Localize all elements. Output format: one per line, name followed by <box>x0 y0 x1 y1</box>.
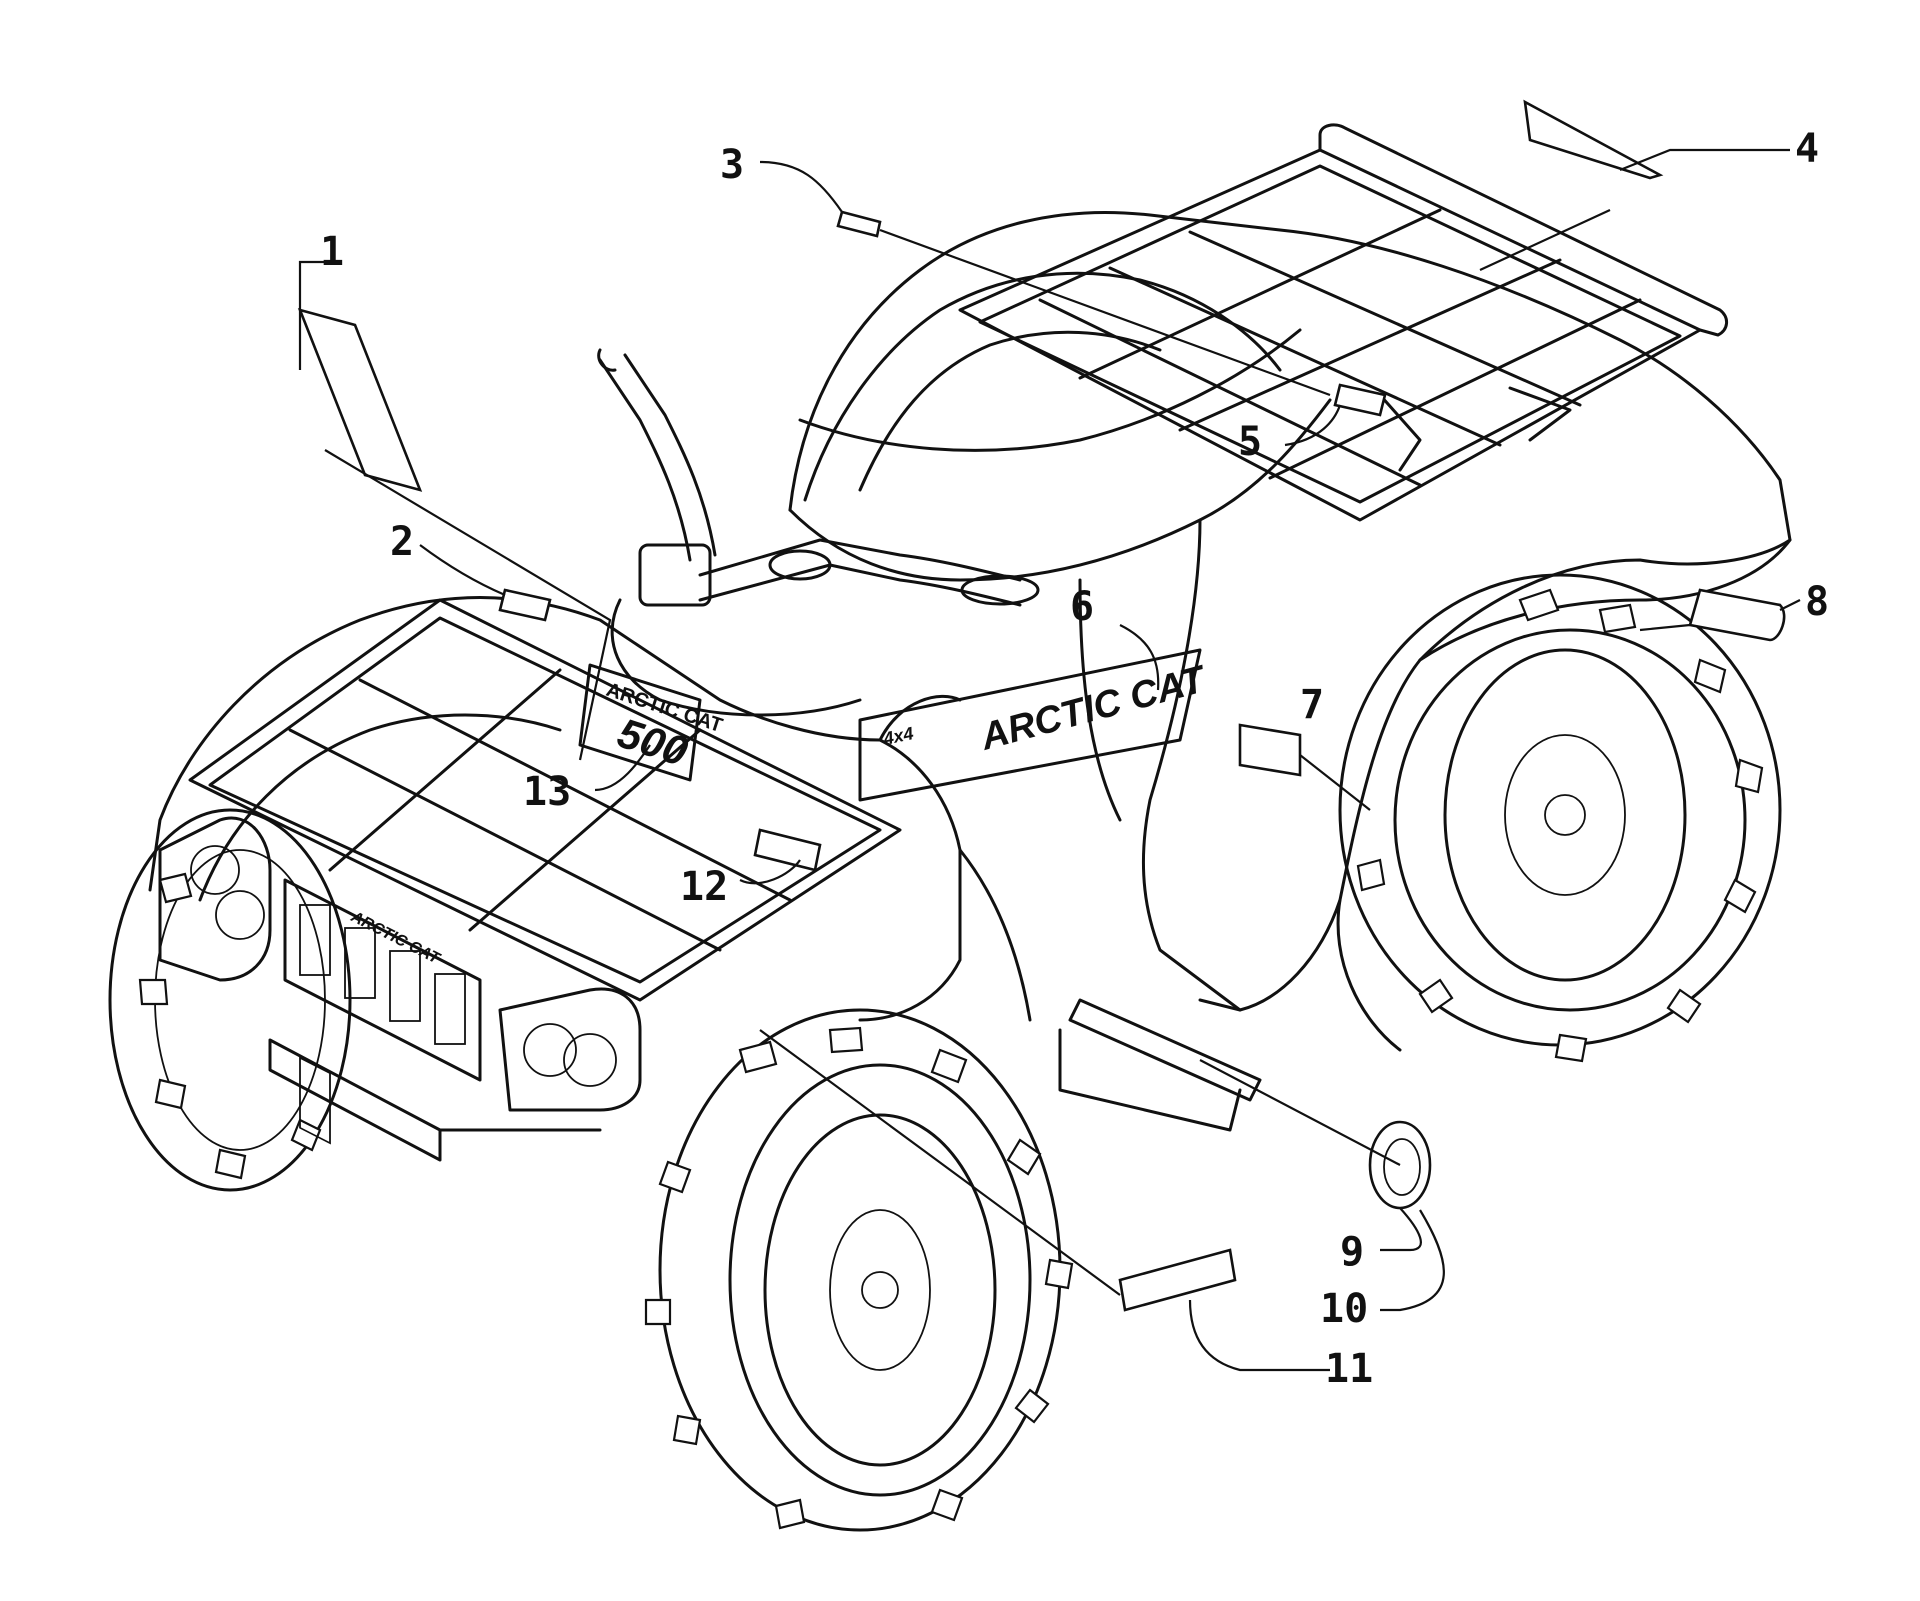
front-end <box>148 596 1262 1162</box>
decal-4 <box>1523 99 1664 180</box>
atv-body <box>788 211 1792 1052</box>
decal-1 <box>297 308 423 492</box>
side-logo-tag: 4x4 <box>881 723 916 749</box>
callout-6: 6 <box>1070 584 1094 630</box>
decal-8 <box>1688 588 1786 642</box>
callout-4: 4 <box>1795 126 1819 172</box>
handlebar <box>597 348 1040 717</box>
front-left-wheel <box>644 1008 1074 1532</box>
decal-7 <box>1238 723 1302 777</box>
decal-2 <box>498 588 552 622</box>
leader-lines <box>298 148 1801 1372</box>
decal-12 <box>753 828 822 872</box>
callout-10: 10 <box>1320 1286 1368 1332</box>
callout-7: 7 <box>1300 682 1324 728</box>
callout-12: 12 <box>680 864 728 910</box>
callout-11: 11 <box>1325 1346 1373 1392</box>
rear-rack <box>958 123 1728 522</box>
callout-5: 5 <box>1238 419 1262 465</box>
decal-3 <box>836 210 882 238</box>
front-right-wheel <box>108 808 352 1192</box>
callout-9: 9 <box>1340 1229 1364 1275</box>
decal-5 <box>1333 383 1387 417</box>
callout-3: 3 <box>720 142 744 188</box>
side-logo-panel: 4x4 ARCTIC CAT <box>858 648 1212 802</box>
callout-8: 8 <box>1805 579 1829 625</box>
grille-logo: ARCTIC CAT <box>347 908 443 968</box>
callout-2: 2 <box>390 519 414 565</box>
rear-wheel <box>1338 573 1782 1063</box>
decal-11 <box>1118 1248 1237 1312</box>
callout-1: 1 <box>320 229 344 275</box>
callout-13: 13 <box>523 769 571 815</box>
